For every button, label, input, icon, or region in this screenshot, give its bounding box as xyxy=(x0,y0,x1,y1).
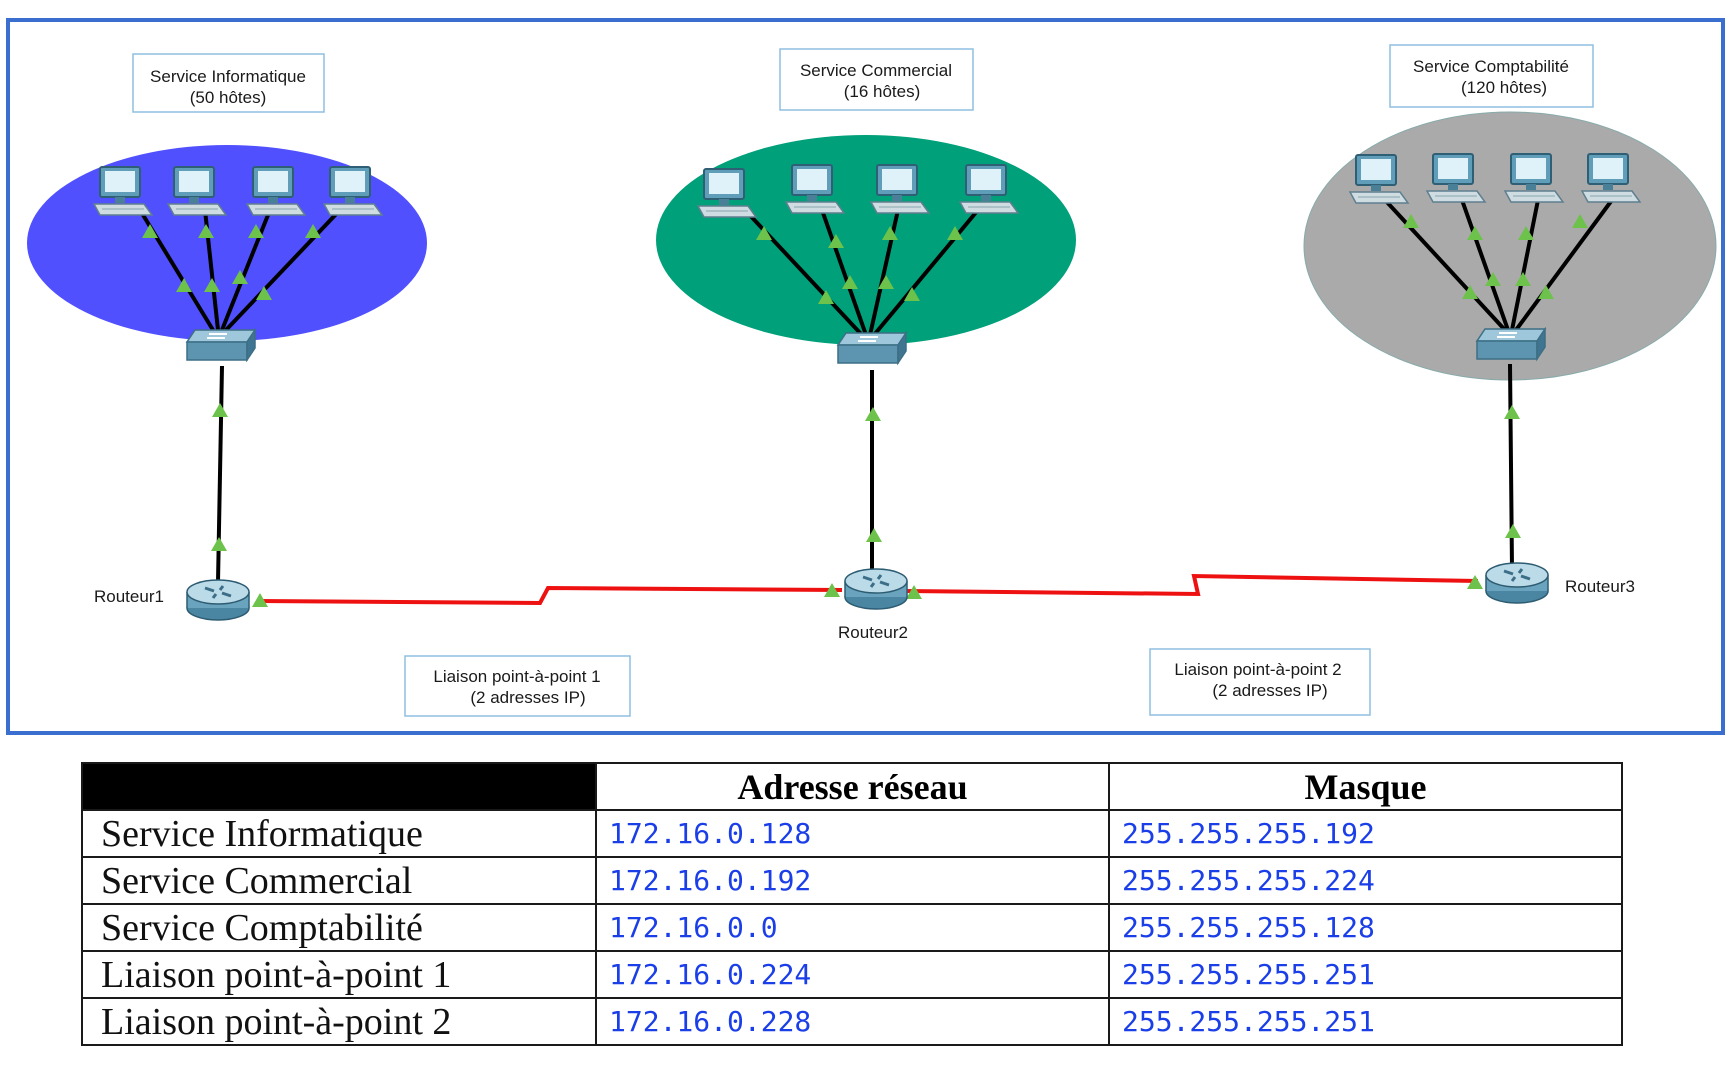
row-address: 172.16.0.0 xyxy=(595,903,1110,952)
router-icon[interactable] xyxy=(843,567,909,611)
row-name: Service Informatique xyxy=(81,809,597,858)
table-row: Service Comptabilité 172.16.0.0 255.255.… xyxy=(81,903,1623,952)
table-header-address: Adresse réseau xyxy=(595,762,1110,811)
router3-label: Routeur3 xyxy=(1565,577,1635,596)
row-address: 172.16.0.224 xyxy=(595,950,1110,999)
table-row: Service Informatique 172.16.0.128 255.25… xyxy=(81,809,1623,858)
row-name: Liaison point-à-point 2 xyxy=(81,997,597,1046)
port-indicators xyxy=(142,214,1588,607)
zone-commercial xyxy=(656,135,1076,345)
addressing-table: Adresse réseau Masque Service Informatiq… xyxy=(81,762,1623,1046)
zone-label-box xyxy=(1389,44,1594,108)
table-row: Liaison point-à-point 2 172.16.0.228 255… xyxy=(81,997,1623,1046)
row-address: 172.16.0.128 xyxy=(595,809,1110,858)
router-icon[interactable] xyxy=(185,578,251,622)
zone-title-informatique: Service Informatique xyxy=(150,67,306,86)
router2-label: Routeur2 xyxy=(838,623,908,642)
row-mask: 255.255.255.251 xyxy=(1108,997,1623,1046)
zone-hosts-comptabilite: (120 hôtes) xyxy=(1461,78,1547,97)
wan-link-2 xyxy=(904,573,1479,597)
zone-hosts-commercial: (16 hôtes) xyxy=(844,82,921,101)
switch-icon[interactable] xyxy=(186,329,256,361)
row-mask: 255.255.255.224 xyxy=(1108,856,1623,905)
row-name: Service Commercial xyxy=(81,856,597,905)
network-diagram: Routeur1 Routeur2 Routeur3 Service Infor… xyxy=(6,18,1725,735)
row-mask: 255.255.255.128 xyxy=(1108,903,1623,952)
link1-detail: (2 adresses IP) xyxy=(470,688,585,707)
row-name: Liaison point-à-point 1 xyxy=(81,950,597,999)
row-name: Service Comptabilité xyxy=(81,903,597,952)
row-mask: 255.255.255.192 xyxy=(1108,809,1623,858)
wan-link-1 xyxy=(257,585,843,606)
zone-hosts-informatique: (50 hôtes) xyxy=(190,88,267,107)
link2-detail: (2 adresses IP) xyxy=(1212,681,1327,700)
link-label-box xyxy=(404,655,631,717)
table-header-corner xyxy=(81,762,597,811)
zone-label-box xyxy=(779,48,974,111)
table-row: Liaison point-à-point 1 172.16.0.224 255… xyxy=(81,950,1623,999)
zone-title-commercial: Service Commercial xyxy=(800,61,952,80)
table-header-row: Adresse réseau Masque xyxy=(81,762,1623,811)
table-row: Service Commercial 172.16.0.192 255.255.… xyxy=(81,856,1623,905)
row-address: 172.16.0.192 xyxy=(595,856,1110,905)
link1-title: Liaison point-à-point 1 xyxy=(433,667,600,686)
link-label-box xyxy=(1149,648,1371,716)
link2-title: Liaison point-à-point 2 xyxy=(1174,660,1341,679)
zone-label-box xyxy=(132,53,325,113)
zone-title-comptabilite: Service Comptabilité xyxy=(1413,57,1569,76)
router-icon[interactable] xyxy=(1484,561,1550,605)
row-mask: 255.255.255.251 xyxy=(1108,950,1623,999)
router1-label: Routeur1 xyxy=(94,587,164,606)
switch-icon[interactable] xyxy=(837,332,907,364)
table-header-mask: Masque xyxy=(1108,762,1623,811)
switch-icon[interactable] xyxy=(1476,328,1546,360)
row-address: 172.16.0.228 xyxy=(595,997,1110,1046)
